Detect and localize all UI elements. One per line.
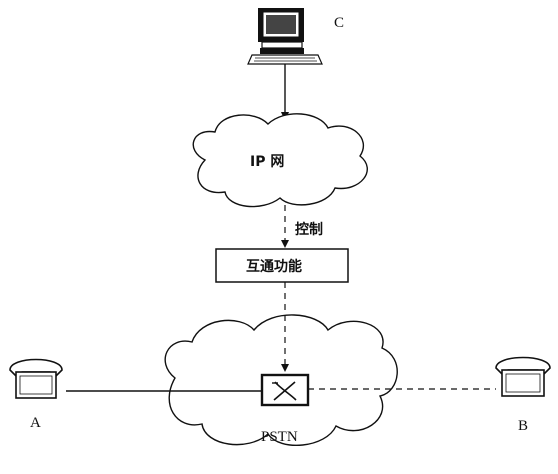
interworking-box [215, 248, 349, 283]
interworking-label: 互通功能 [246, 258, 302, 275]
ip-network-label: IP 网 [250, 154, 284, 170]
arrow-down-icon [281, 364, 289, 372]
computer-icon [247, 8, 323, 65]
telephone-icon [9, 358, 63, 399]
arrow-down-icon [281, 240, 289, 248]
switch-icon [260, 373, 310, 407]
cloud-icon [192, 113, 368, 208]
pstn-label: PSTN [261, 429, 298, 445]
phone-b-label: B [518, 418, 528, 434]
computer-c-label: C [334, 15, 344, 31]
telephone-icon [495, 356, 551, 397]
control-label: 控制 [295, 221, 323, 238]
phone-a-label: A [30, 415, 41, 431]
